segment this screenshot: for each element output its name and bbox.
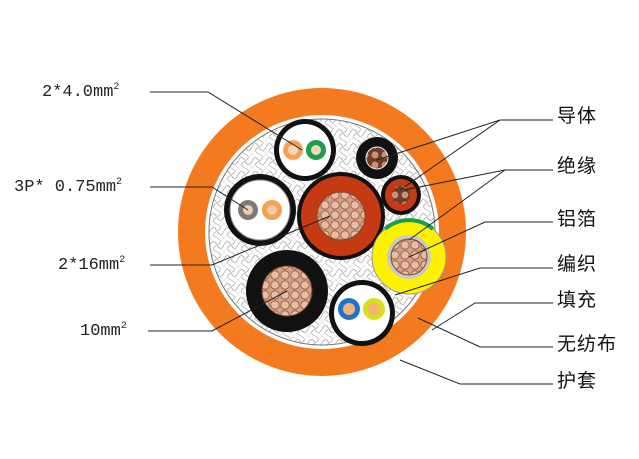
label-braid: 编织: [557, 253, 598, 275]
core-2x16: [297, 172, 385, 260]
label-filler: 填充: [557, 289, 598, 311]
label-nonwoven: 无纺布: [557, 333, 618, 355]
label-3p075: 3P* 0.75mm2: [14, 177, 123, 197]
core-3p075: [224, 174, 296, 246]
label-sheath: 护套: [557, 370, 598, 392]
core-pair-bottom: [329, 280, 395, 346]
core-2x4: [274, 119, 336, 181]
label-aluminum-foil: 铝箔: [557, 208, 598, 230]
label-2x4: 2*4.0mm2: [42, 82, 120, 102]
label-conductor: 导体: [557, 105, 598, 127]
core-small-black: [356, 137, 398, 179]
core-small-red: [381, 175, 421, 215]
label-insulation: 绝缘: [557, 155, 598, 177]
leader-lines-right: [376, 119, 553, 385]
label-2x16: 2*16mm2: [58, 255, 126, 275]
label-10: 10mm2: [80, 321, 127, 341]
leader-lines-left: [148, 91, 331, 332]
